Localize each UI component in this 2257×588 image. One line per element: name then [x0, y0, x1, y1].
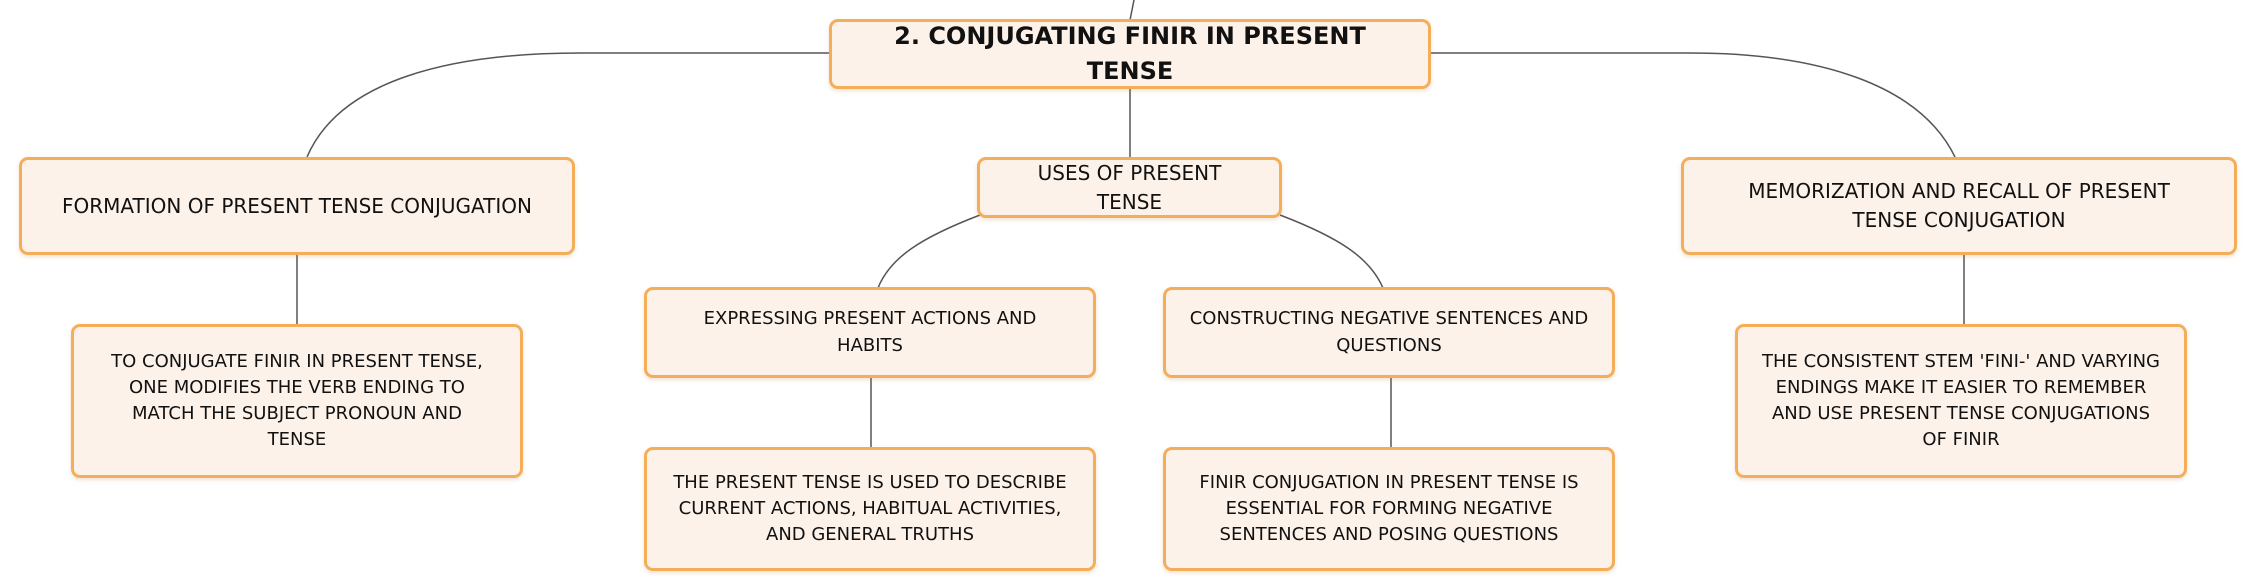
branch-uses[interactable]: USES OF PRESENT TENSE — [977, 157, 1282, 218]
root-topic[interactable]: 2. CONJUGATING FINIR IN PRESENT TENSE — [829, 19, 1431, 89]
subtopic-expressing-actions[interactable]: EXPRESSING PRESENT ACTIONS AND HABITS — [644, 287, 1096, 378]
memorization-detail-text: THE CONSISTENT STEM 'FINI-' AND VARYING … — [1761, 350, 2161, 451]
subtopic-negative-questions[interactable]: CONSTRUCTING NEGATIVE SENTENCES AND QUES… — [1163, 287, 1615, 378]
connector-root-to-memorization — [1428, 52, 1956, 158]
expressing-actions-detail-text: THE PRESENT TENSE IS USED TO DESCRIBE CU… — [673, 471, 1067, 546]
subtopic-negative-questions-label: CONSTRUCTING NEGATIVE SENTENCES AND QUES… — [1189, 308, 1589, 356]
branch-uses-label: USES OF PRESENT TENSE — [1037, 160, 1222, 214]
branch-formation[interactable]: FORMATION OF PRESENT TENSE CONJUGATION — [19, 157, 575, 255]
formation-detail[interactable]: TO CONJUGATE FINIR IN PRESENT TENSE, ONE… — [71, 324, 523, 478]
root-topic-label: 2. CONJUGATING FINIR IN PRESENT TENSE — [894, 22, 1366, 85]
connector-uses-to-expressing — [877, 214, 981, 289]
subtopic-expressing-actions-label: EXPRESSING PRESENT ACTIONS AND HABITS — [703, 308, 1037, 356]
connector-parent-to-root — [1129, 0, 1135, 21]
branch-memorization-label: MEMORIZATION AND RECALL OF PRESENT TENSE… — [1748, 179, 2170, 232]
negative-questions-detail-text: FINIR CONJUGATION IN PRESENT TENSE IS ES… — [1199, 471, 1579, 546]
expressing-actions-detail[interactable]: THE PRESENT TENSE IS USED TO DESCRIBE CU… — [644, 447, 1096, 571]
memorization-detail[interactable]: THE CONSISTENT STEM 'FINI-' AND VARYING … — [1735, 324, 2187, 478]
branch-memorization[interactable]: MEMORIZATION AND RECALL OF PRESENT TENSE… — [1681, 157, 2237, 255]
connector-uses-to-negative — [1279, 214, 1384, 289]
connector-root-to-formation — [306, 52, 830, 158]
negative-questions-detail[interactable]: FINIR CONJUGATION IN PRESENT TENSE IS ES… — [1163, 447, 1615, 571]
formation-detail-text: TO CONJUGATE FINIR IN PRESENT TENSE, ONE… — [111, 350, 483, 451]
branch-formation-label: FORMATION OF PRESENT TENSE CONJUGATION — [62, 193, 532, 218]
